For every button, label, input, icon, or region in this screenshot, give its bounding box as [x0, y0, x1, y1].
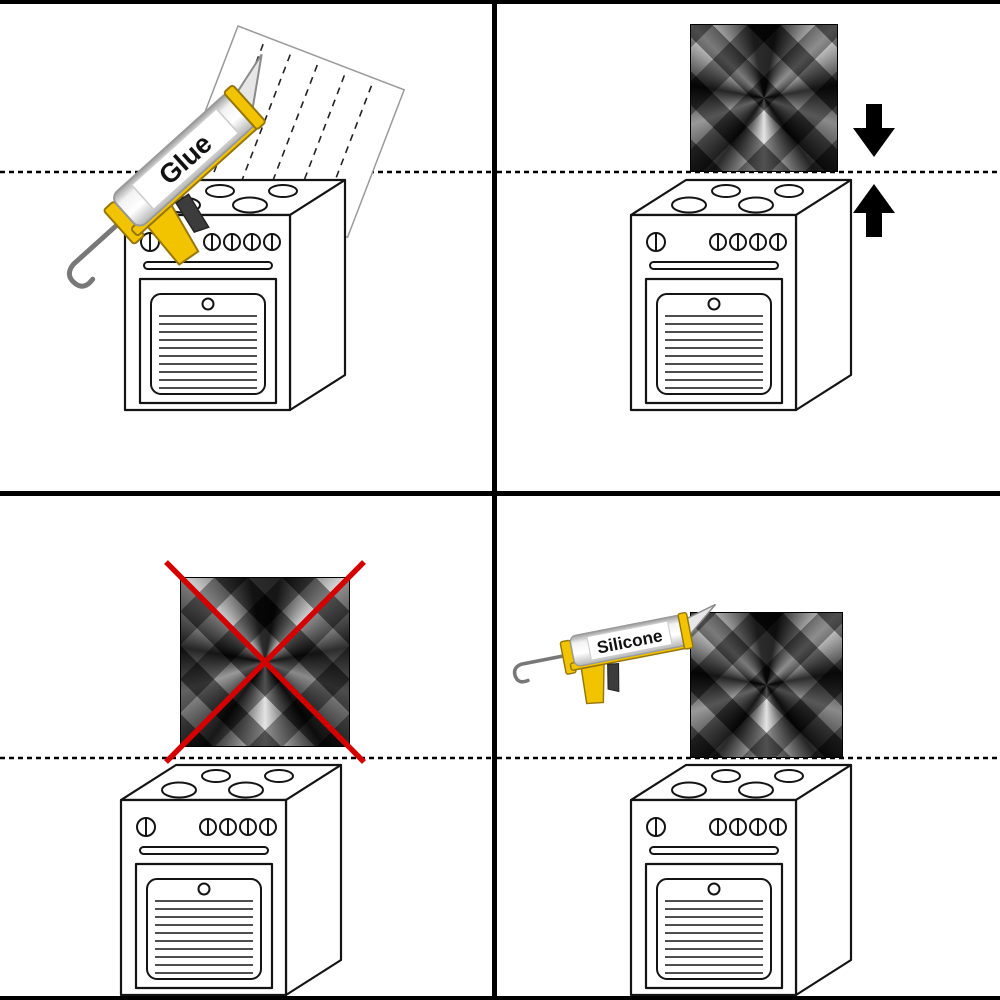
metal-backsplash-panel-icon [180, 577, 350, 747]
arrow-up-icon [853, 184, 895, 237]
quadrant-bottom-left [119, 763, 343, 997]
bottom-border-line [0, 996, 1000, 1000]
quadrant-top-right [629, 104, 895, 412]
stove-icon [629, 178, 853, 412]
horizontal-divider [0, 491, 1000, 496]
quadrant-top-left [123, 25, 406, 412]
top-border-line [0, 0, 1000, 4]
arrow-down-icon [853, 104, 895, 157]
press-arrows-icon [853, 104, 895, 237]
stove-icon [629, 763, 853, 997]
stove-icon [119, 763, 343, 997]
stove-icon [123, 178, 347, 412]
vertical-divider [492, 0, 497, 1000]
metal-backsplash-panel-icon [690, 612, 843, 758]
quadrant-bottom-right [629, 763, 853, 997]
metal-backsplash-panel-icon [690, 24, 838, 172]
